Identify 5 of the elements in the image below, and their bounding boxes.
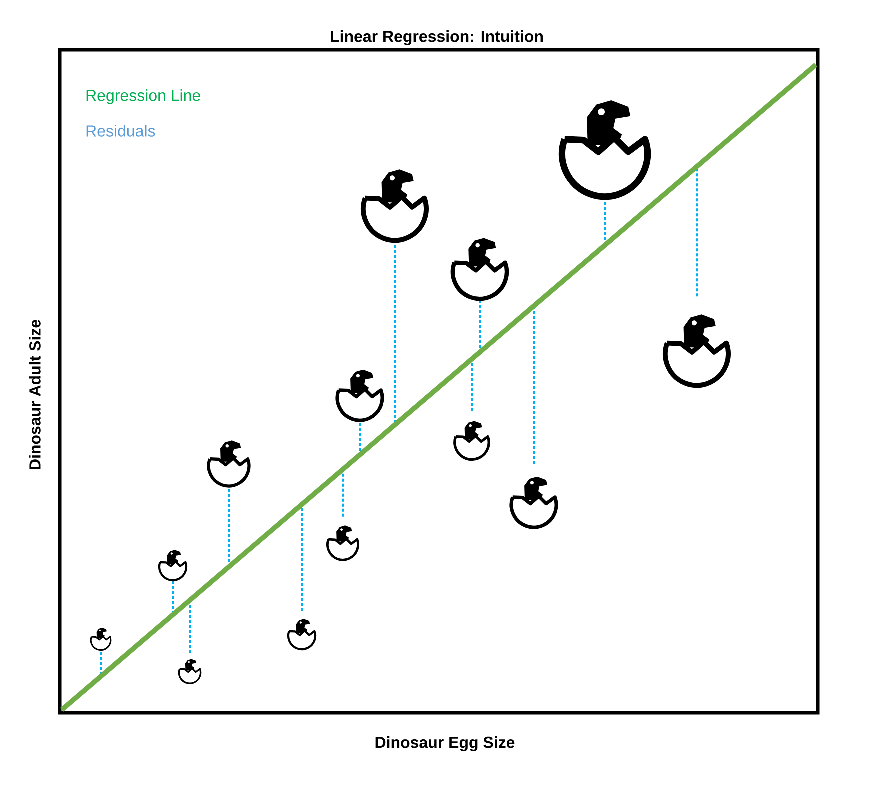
axis-title: Dinosaur Adult Size bbox=[29, 320, 41, 470]
chart-title: Linear Regression: Intuition bbox=[331, 30, 543, 46]
axis-title: Dinosaur Egg Size bbox=[376, 736, 515, 752]
legend-text: Residuals bbox=[86, 125, 156, 137]
legend-text: Regression Line bbox=[86, 90, 200, 104]
